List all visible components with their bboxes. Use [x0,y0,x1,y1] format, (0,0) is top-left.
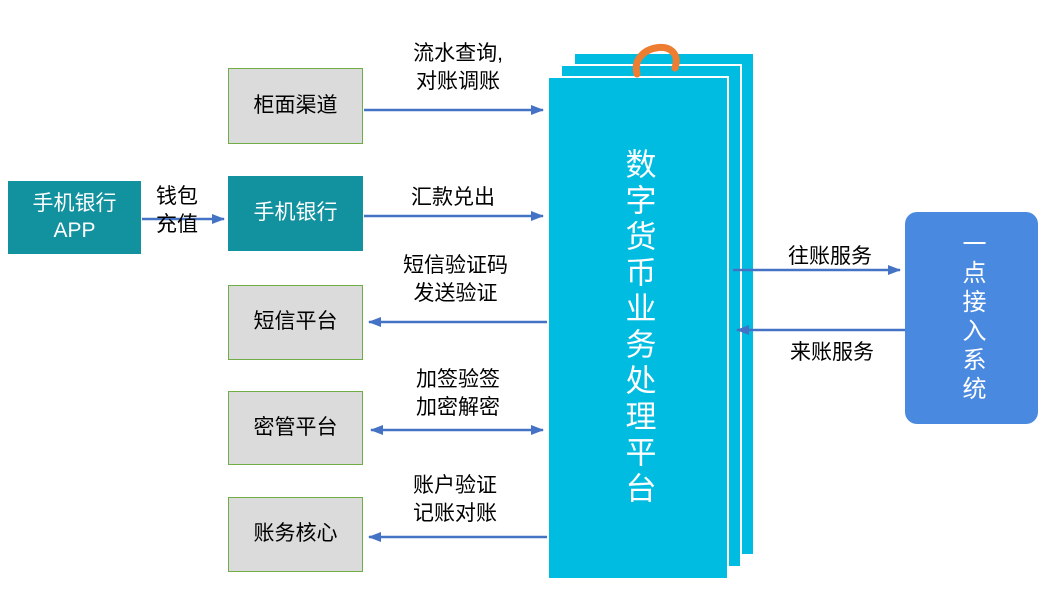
edge-label-wallet-topup: 钱包 充值 [156,185,198,236]
access-system-label: 一点接入系统 [958,231,985,405]
key-management-box: 密管平台 [228,391,363,465]
counter-channel-box: 柜面渠道 [228,68,363,144]
edge-label-flow-query: 流水查询, 对账调账 [413,42,503,93]
platform-box: 数字货币业务处理平台 [547,76,729,580]
edge-label-sign-encrypt: 加签验签 加密解密 [416,368,500,419]
edge-label-incoming-service: 来账服务 [790,341,874,364]
edge-label-sms-verify: 短信验证码 发送验证 [403,254,508,305]
edge-label-outgoing-service: 往账服务 [788,245,872,268]
platform-label: 数字货币业务处理平台 [620,148,656,508]
edge-label-remittance: 汇款兑出 [411,186,495,209]
mobile-banking-box: 手机银行 [228,176,363,251]
mobile-app-box: 手机银行 APP [8,181,141,254]
edge-label-account-verify: 账户验证 记账对账 [413,474,497,525]
sms-platform-box: 短信平台 [228,285,363,360]
accounting-core-box: 账务核心 [228,497,363,572]
access-system-box: 一点接入系统 [905,212,1038,424]
